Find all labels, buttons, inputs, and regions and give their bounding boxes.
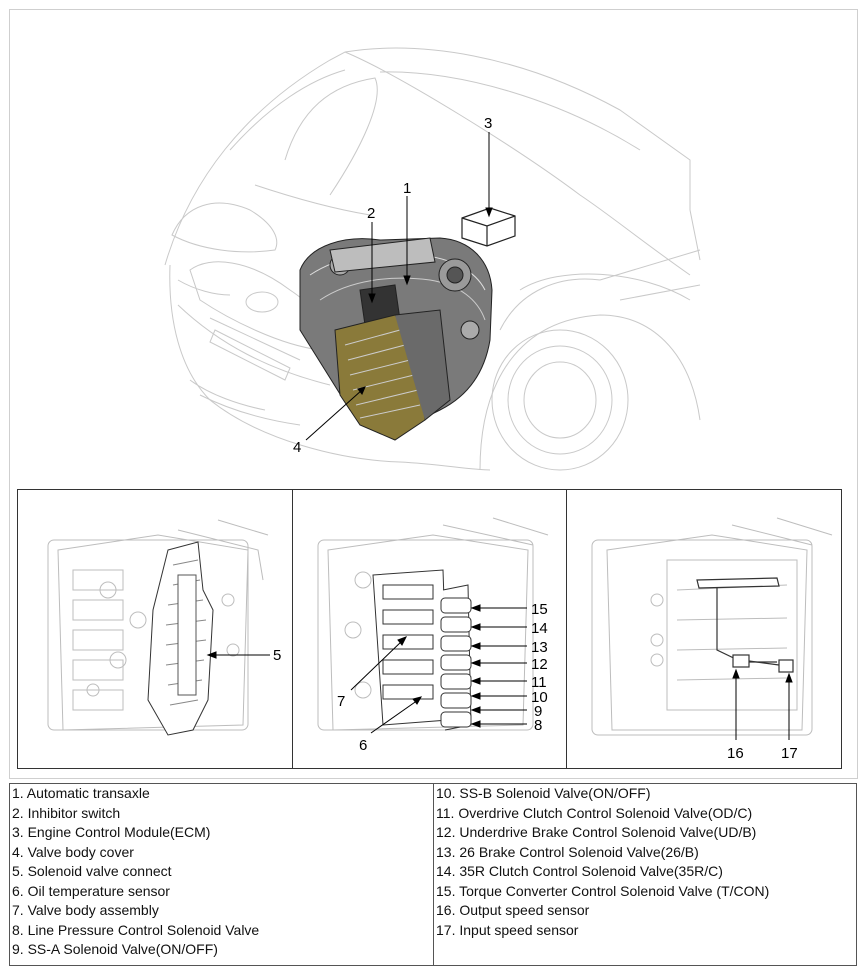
callout-13: 13 xyxy=(531,639,548,656)
legend-column-left: 1. Automatic transaxle 2. Inhibitor swit… xyxy=(10,784,434,965)
detail-panels: 5 xyxy=(17,489,842,769)
callout-12: 12 xyxy=(531,656,548,673)
panel-valve-body: 15 14 13 12 11 10 9 8 7 6 xyxy=(293,490,568,768)
legend-table: 1. Automatic transaxle 2. Inhibitor swit… xyxy=(9,783,857,966)
legend-item: 15. Torque Converter Control Solenoid Va… xyxy=(436,882,770,899)
legend-item: 7. Valve body assembly xyxy=(12,902,159,918)
legend-column-right: 10. SS-B Solenoid Valve(ON/OFF) 11. Over… xyxy=(434,784,856,965)
callout-8: 8 xyxy=(534,717,542,734)
legend-item: 16. Output speed sensor xyxy=(436,902,590,918)
legend-item: 14. 35R Clutch Control Solenoid Valve(35… xyxy=(436,863,723,879)
legend-item: 17. Input speed sensor xyxy=(436,921,579,938)
panel-solenoid-connector: 5 xyxy=(18,490,293,768)
vehicle-overview-illustration: 3 1 2 4 xyxy=(164,47,701,471)
callout-17: 17 xyxy=(781,745,798,762)
legend-item: 3. Engine Control Module(ECM) xyxy=(12,824,211,840)
callout-6: 6 xyxy=(359,737,367,754)
legend-item: 12. Underdrive Brake Control Solenoid Va… xyxy=(436,824,757,840)
callout-4: 4 xyxy=(293,439,301,456)
callout-1: 1 xyxy=(403,180,411,197)
callout-10: 10 xyxy=(531,689,548,706)
illustration-frame xyxy=(9,9,858,779)
legend-item: 5. Solenoid valve connect xyxy=(12,863,172,879)
legend-item: 11. Overdrive Clutch Control Solenoid Va… xyxy=(436,804,753,821)
legend-item: 9. SS-A Solenoid Valve(ON/OFF) xyxy=(12,941,218,957)
legend-item: 6. Oil temperature sensor xyxy=(12,882,170,899)
legend-item: 4. Valve body cover xyxy=(12,843,134,860)
legend-item: 1. Automatic transaxle xyxy=(12,785,150,801)
callout-16: 16 xyxy=(727,745,744,762)
callout-3: 3 xyxy=(484,115,492,132)
panel-speed-sensors: 16 17 xyxy=(567,490,841,768)
callout-15: 15 xyxy=(531,601,548,618)
legend-item: 8. Line Pressure Control Solenoid Valve xyxy=(12,921,260,938)
callout-2: 2 xyxy=(367,205,375,222)
callout-11: 11 xyxy=(531,674,547,691)
callout-14: 14 xyxy=(531,620,548,637)
callout-9: 9 xyxy=(534,703,542,720)
legend-item: 10. SS-B Solenoid Valve(ON/OFF) xyxy=(436,785,651,801)
callout-7: 7 xyxy=(337,693,345,710)
legend-item: 13. 26 Brake Control Solenoid Valve(26/B… xyxy=(436,843,699,860)
callout-5: 5 xyxy=(273,647,281,664)
legend-item: 2. Inhibitor switch xyxy=(12,804,121,821)
